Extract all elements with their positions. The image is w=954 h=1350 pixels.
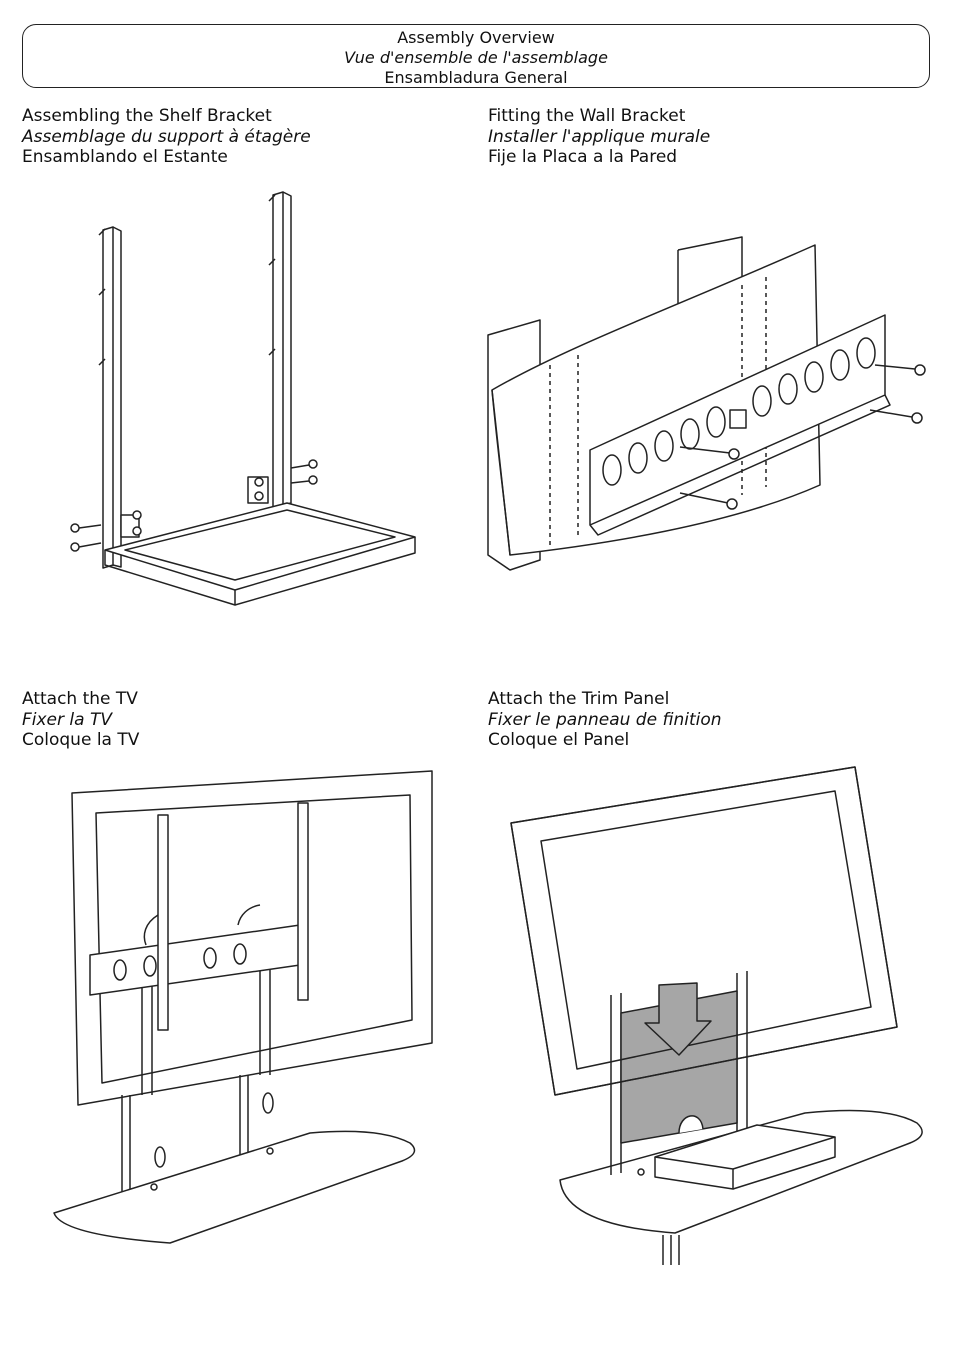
trim-panel-heading: Attach the Trim Panel Fixer le panneau d… xyxy=(488,689,722,751)
shelf-bracket-title-en: Assembling the Shelf Bracket xyxy=(22,106,272,126)
banner-title-en: Assembly Overview xyxy=(397,28,555,47)
banner-title-es: Ensambladura General xyxy=(384,68,568,87)
trim-panel-title-fr: Fixer le panneau de finition xyxy=(488,709,722,730)
trim-panel-illustration xyxy=(505,765,950,1270)
wall-bracket-title-fr: Installer l'applique murale xyxy=(488,126,711,147)
wall-bracket-heading: Fitting the Wall Bracket Installer l'app… xyxy=(488,106,710,168)
attach-tv-title-en: Attach the TV xyxy=(22,689,138,709)
trim-panel-title-es: Coloque el Panel xyxy=(488,730,630,750)
assembly-overview-banner: Assembly Overview Vue d'ensemble de l'as… xyxy=(22,24,930,88)
wall-bracket-title-en: Fitting the Wall Bracket xyxy=(488,106,686,126)
wall-bracket-title-es: Fije la Placa a la Pared xyxy=(488,147,678,167)
shelf-bracket-title-es: Ensamblando el Estante xyxy=(22,147,228,167)
attach-tv-title-fr: Fixer la TV xyxy=(22,709,112,730)
attach-tv-heading: Attach the TV Fixer la TV Coloque la TV xyxy=(22,689,139,751)
trim-panel-title-en: Attach the Trim Panel xyxy=(488,689,670,709)
banner-title-fr: Vue d'ensemble de l'assemblage xyxy=(344,48,608,67)
shelf-bracket-illustration xyxy=(55,185,425,625)
attach-tv-illustration xyxy=(50,765,440,1255)
shelf-bracket-title-fr: Assemblage du support à étagère xyxy=(22,126,311,147)
wall-bracket-illustration xyxy=(480,225,935,585)
shelf-bracket-heading: Assembling the Shelf Bracket Assemblage … xyxy=(22,106,311,168)
attach-tv-title-es: Coloque la TV xyxy=(22,730,140,750)
